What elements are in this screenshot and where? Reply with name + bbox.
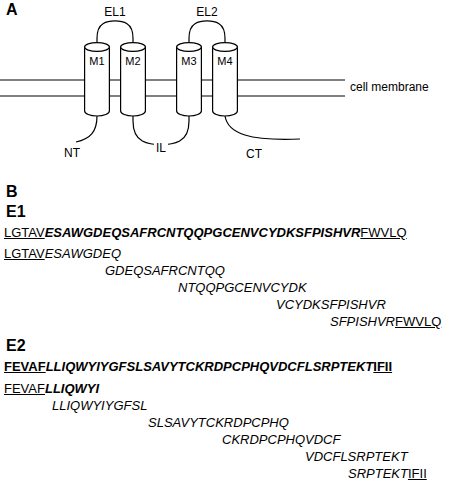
loop-label: EL2: [194, 6, 219, 18]
sequence-segment: NTQQPGCENVCYDK: [178, 281, 307, 295]
cylinder-top: [121, 43, 146, 52]
label: CT: [246, 148, 262, 161]
sequence-segment: FWVLQ: [360, 226, 406, 240]
cylinder-outline: [212, 42, 238, 116]
cylinder-body: [213, 47, 238, 116]
membrane-line: [0, 95, 345, 96]
cylinder-top: [85, 43, 110, 52]
text-line: LGTAVESAWGDEQSAFRCNTQQPGCENVCYDKSFPISHVR…: [4, 226, 407, 240]
sequence-segment: SRPTEKT: [348, 467, 408, 481]
helix-cylinder: M2: [120, 42, 146, 116]
helix-label: M2: [120, 42, 146, 67]
text-line: E2: [6, 338, 26, 355]
loop-connector: [97, 21, 133, 42]
loop-connector: [133, 116, 189, 145]
helix-label: M4: [212, 42, 238, 67]
cylinder-body: [85, 47, 110, 116]
text-line: GDEQSAFRCNTQQ: [105, 264, 225, 278]
text-line: NT: [64, 147, 80, 160]
cylinder-body: [121, 47, 146, 116]
helix-label: M1: [84, 42, 110, 67]
sequence-segment: ESAWGDEQ: [45, 247, 121, 261]
label: E1: [6, 204, 26, 221]
sequence-segment: FWVLQ: [395, 315, 441, 329]
label: E2: [6, 338, 26, 355]
sequence-segment: ESAWGDEQSAFRCNTQQPGCENVCYDKSFPISHVR: [45, 226, 361, 240]
text-line: VCYDKSFPISHVR: [276, 298, 386, 312]
text-line: LLIQWYIYGFSL: [52, 399, 147, 413]
sequence-segment: LGTAV: [4, 226, 45, 240]
text-line: E1: [6, 204, 26, 221]
sequence-segment: VDCFLSRPTEKT: [305, 450, 408, 464]
sequence-segment: GDEQSAFRCNTQQ: [105, 264, 225, 278]
loop-connector: [189, 21, 225, 42]
text-line: B: [6, 184, 18, 201]
cylinder-top: [177, 43, 202, 52]
sequence-segment: IFII: [373, 360, 392, 374]
sequence-segment: SLSAVYTCKRDPCPHQ: [148, 416, 289, 430]
label: B: [6, 184, 18, 201]
sequence-segment: CKRDPCPHQVDCF: [222, 433, 340, 447]
c-terminal-tail: [225, 116, 300, 139]
text-line: CT: [246, 148, 262, 161]
text-line: FEVAFLLIQWYIYGFSLSAVYTCKRDPCPHQVDCFLSRPT…: [4, 360, 392, 374]
sequence-segment: LLIQWYIYGFSL: [52, 399, 147, 413]
cylinder-outline: [120, 42, 146, 116]
text-line: A: [6, 2, 18, 19]
sequence-segment: FEVAF: [4, 382, 45, 396]
text-line: LGTAVESAWGDEQ: [4, 247, 121, 261]
cylinder-outline: [176, 42, 202, 116]
sequence-segment: LLIQWYI: [45, 382, 99, 396]
cylinder-body: [177, 47, 202, 116]
label: NT: [64, 147, 80, 160]
loop-label: IL: [154, 142, 168, 154]
loop-label: EL1: [102, 6, 127, 18]
membrane-line: [0, 79, 345, 80]
helix-label: M3: [176, 42, 202, 67]
label: cell membrane: [350, 81, 429, 94]
text-line: CKRDPCPHQVDCF: [222, 433, 340, 447]
text-line: VDCFLSRPTEKT: [305, 450, 408, 464]
sequence-segment: SFPISHVR: [330, 315, 395, 329]
text-line: FEVAFLLIQWYI: [4, 382, 99, 396]
sequence-segment: FEVAF: [4, 360, 46, 374]
sequence-segment: VCYDKSFPISHVR: [276, 298, 386, 312]
text-line: SRPTEKTIFII: [348, 467, 427, 481]
text-line: cell membrane: [350, 81, 429, 94]
text-line: NTQQPGCENVCYDK: [178, 281, 307, 295]
helix-cylinder: M4: [212, 42, 238, 116]
helix-cylinder: M1: [84, 42, 110, 116]
text-line: SFPISHVRFWVLQ: [330, 315, 441, 329]
cylinder-top: [213, 43, 238, 52]
label: A: [6, 2, 18, 19]
n-terminal-tail: [76, 116, 97, 142]
cylinder-outline: [84, 42, 110, 116]
sequence-segment: IFII: [408, 467, 427, 481]
text-line: SLSAVYTCKRDPCPHQ: [148, 416, 289, 430]
helix-cylinder: M3: [176, 42, 202, 116]
sequence-segment: LLIQWYIYGFSLSAVYTCKRDPCPHQVDCFLSRPTEKT: [46, 360, 374, 374]
sequence-segment: LGTAV: [4, 247, 45, 261]
